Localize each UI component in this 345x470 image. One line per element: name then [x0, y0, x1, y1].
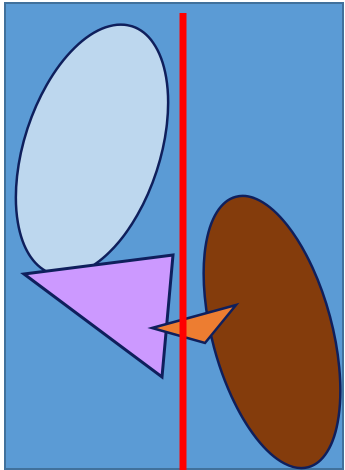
orange-triangle — [147, 302, 240, 345]
brown-ellipse — [202, 194, 342, 470]
purple-triangle — [20, 253, 175, 380]
